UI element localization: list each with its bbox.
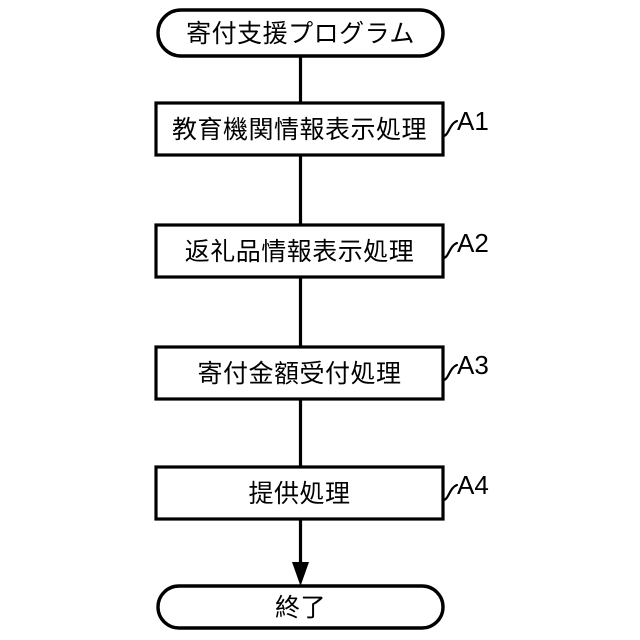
process-box-a3 (154, 345, 445, 401)
leader-line-a1 (441, 119, 459, 138)
process-label-a3: 寄付金額受付処理 (197, 358, 402, 388)
ref-label-a4: A4 (457, 470, 489, 500)
end-terminal-label: 終了 (274, 592, 326, 622)
leader-line-a2 (441, 241, 459, 260)
ref-label-a1: A1 (457, 106, 489, 136)
ref-label-a2: A2 (457, 228, 489, 258)
ref-label-a3: A3 (457, 350, 489, 380)
arrow-head-to-end (292, 562, 309, 586)
process-label-a1: 教育機関情報表示処理 (171, 114, 427, 144)
start-terminal-label: 寄付支援プログラム (186, 18, 415, 48)
process-box-a1 (154, 101, 445, 157)
process-label-a2: 返礼品情報表示処理 (184, 236, 415, 266)
end-terminal-shape (156, 584, 445, 630)
leader-line-a4 (441, 483, 459, 502)
process-label-a4: 提供処理 (248, 478, 351, 508)
leader-line-a3 (441, 363, 459, 382)
